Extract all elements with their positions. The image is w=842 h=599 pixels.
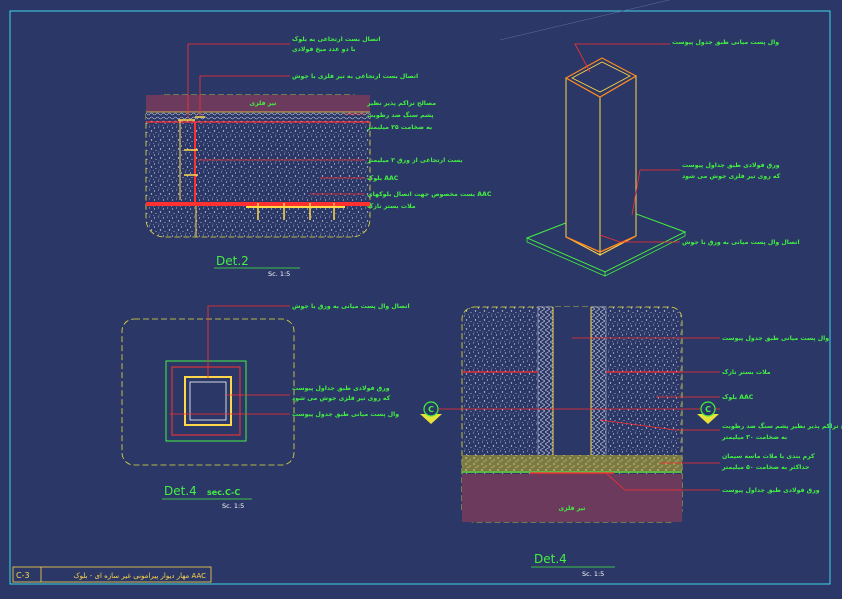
titleblock-code: C-3 (16, 571, 30, 580)
det4-label-6: کرم بندی با ملات ماسه سیمان (722, 453, 815, 460)
det4sec-label-3: که روی تیر فلزی جوش می شود (292, 395, 391, 402)
det4-label-7: حداکثر به ضخامت ۵۰ میلیمتر (721, 464, 809, 471)
det4sec-label-2: ورق فولادی طبق جداول پیوست (292, 385, 390, 392)
det4-label-3: بلوک AAC (722, 393, 754, 401)
det4-title: Det.4 (534, 552, 567, 566)
det4-label-5: به ضخامت ۳۰ میلیمتر (721, 434, 787, 441)
det2-label-8: بلوک AAC (367, 174, 399, 182)
det2-label-9: بست مخصوص جهت اتصال بلوکهای AAC (367, 191, 492, 198)
det2-scale: Sc. 1:5 (268, 270, 290, 278)
det2-label-1: اتصال بست ارتجاعی به بلوک (292, 35, 380, 43)
iso-post-drawing: وال پست میانی طبق جدول پیوست ورق فولادی … (525, 39, 800, 277)
det2-label-4: مصالح تراکم پذیر نظیر (366, 100, 436, 107)
det4-section-drawing: اتصال وال پست میانی به ورق با جوش ورق فو… (121, 303, 410, 510)
det4-label-8: ورق فولادی طبق جداول پیوست (722, 487, 820, 494)
det4sec-label-4: وال پست میانی طبق جدول پیوست (292, 411, 399, 418)
det4-section-mark-right: C (705, 405, 711, 414)
det4sec-title: Det.4 (164, 484, 197, 498)
iso-label-1: وال پست میانی طبق جدول پیوست (672, 39, 779, 46)
iso-label-3: که روی تیر فلزی جوش می شود (682, 173, 781, 180)
det2-label-6: به ضخامت ۲۵ میلیمتر (366, 124, 432, 131)
det2-beam-label: تیر فلزی (250, 100, 277, 107)
iso-label-4: اتصال وال پست میانی به ورق با جوش (682, 239, 800, 246)
iso-label-2: ورق فولادی طبق جداول پیوست (682, 162, 780, 169)
det4sec-label-1: اتصال وال پست میانی به ورق با جوش (292, 303, 410, 310)
det2-label-7: بست ارتجاعی از ورق ۲ میلیمتر (366, 157, 463, 164)
det2-label-3: اتصال بست ارتجاعی به تیر فلزی با جوش (292, 73, 418, 80)
det2-drawing: تیر فلزی اتصال بست ارتجاعی به بلوک با دو… (145, 35, 492, 278)
det4-label-4: مصالح تراکم پذیر نظیر پشم سنگ ضد رطوبت (722, 422, 842, 430)
sheet-border (9, 10, 831, 585)
det4-label-2: ملات بستر نازک (722, 368, 771, 376)
det4-drawing: تیر فلزی C C وال پست میانی طبق جدول پیوس… (420, 306, 842, 578)
det2-label-5: پشم سنگ ضد رطوبت (367, 111, 434, 119)
det2-label-10: ملات بستر نازک (367, 202, 416, 210)
det4sec-title-suffix: sec.C-C (207, 488, 240, 497)
det4-beam-label: تیر فلزی (559, 505, 586, 512)
det4-section-mark-left: C (428, 405, 434, 414)
det4-label-1: وال پست میانی طبق جدول پیوست (722, 335, 829, 342)
titleblock-title: مهار دیوار پیرامونی غیر سازه ای - بلوک A… (73, 572, 206, 580)
det2-title: Det.2 (216, 254, 249, 268)
det4sec-scale: Sc. 1:5 (222, 502, 244, 510)
det4-scale: Sc. 1:5 (582, 570, 604, 578)
det2-label-2: با دو عدد میخ فولادی (292, 46, 355, 53)
title-block: C-3 مهار دیوار پیرامونی غیر سازه ای - بل… (12, 566, 212, 583)
